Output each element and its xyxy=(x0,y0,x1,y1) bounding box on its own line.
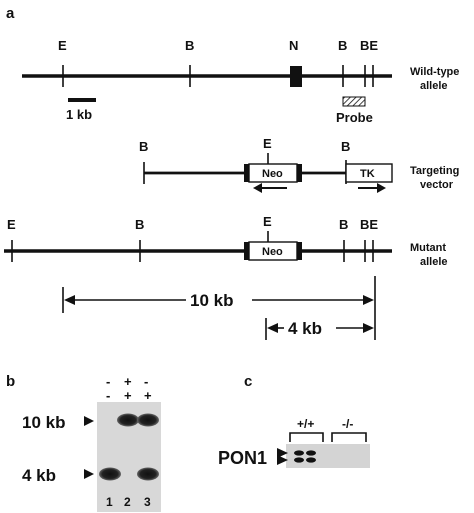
wildtype-site-n: N xyxy=(289,38,298,53)
southern-blot xyxy=(97,402,161,512)
targeting-label-line1: Targeting xyxy=(410,165,459,177)
pon1-label: PON1 xyxy=(218,448,267,468)
mutant-site-e2: E xyxy=(263,214,272,229)
blot-size-arrow-10kb xyxy=(84,416,94,426)
lane-genotype-labels: - - + + - + xyxy=(106,374,152,403)
tk-direction-arrowhead xyxy=(377,183,386,193)
lane2-genotype-top: + xyxy=(124,374,132,389)
wt-lane1-band-upper xyxy=(294,450,304,456)
mutant-label-line1: Mutant xyxy=(410,242,446,254)
lane3-band-10kb xyxy=(137,413,159,427)
neo-direction-arrowhead xyxy=(253,183,262,193)
lane-number-2: 2 xyxy=(124,495,131,509)
mutant-neo-end-right xyxy=(297,242,302,260)
scale-bar xyxy=(68,98,96,102)
group-wildtype-bracket xyxy=(289,432,324,442)
fragment-10kb-label: 10 kb xyxy=(190,291,233,310)
lane2-genotype-bottom: + xyxy=(124,388,132,403)
panel-c-label: c xyxy=(244,373,252,390)
western-blot xyxy=(286,444,370,468)
mutant-neo-end-left xyxy=(244,242,249,260)
lane2-band-10kb xyxy=(117,413,139,427)
wildtype-exon-block xyxy=(290,66,302,87)
probe-box xyxy=(342,96,366,107)
lane3-genotype-top: - xyxy=(144,374,148,389)
fragment-10kb-arrow xyxy=(62,276,376,340)
pon1-arrow-lower xyxy=(277,455,288,465)
mutant-site-b2: B xyxy=(339,217,348,232)
blot-size-marker-10kb: 10 kb xyxy=(22,413,65,432)
wt-lane1-band-lower xyxy=(294,457,304,463)
group-wildtype-label: +/+ xyxy=(297,417,314,431)
tk-label: TK xyxy=(360,168,375,180)
lane1-band-4kb xyxy=(99,467,121,481)
lane3-band-4kb xyxy=(137,467,159,481)
probe-label: Probe xyxy=(336,110,373,125)
pon1-arrow-upper xyxy=(277,448,288,458)
group-knockout-label: -/- xyxy=(342,417,353,431)
targeting-site-b1: B xyxy=(139,139,148,154)
wt-lane2-band-lower xyxy=(306,457,316,463)
targeting-neo-end-left xyxy=(244,164,249,182)
scale-bar-label: 1 kb xyxy=(66,107,92,122)
mutant-site-e1: E xyxy=(7,217,16,232)
wt-lane2-band-upper xyxy=(306,450,316,456)
fragment-4kb-arrow xyxy=(265,318,374,340)
mutant-site-be: BE xyxy=(360,217,378,232)
lane-number-1: 1 xyxy=(106,495,113,509)
panel-b-label: b xyxy=(6,373,15,390)
tk-box xyxy=(345,163,393,183)
targeting-neo-end-right xyxy=(297,164,302,182)
blot-size-marker-4kb: 4 kb xyxy=(22,466,56,485)
lane1-genotype-top: - xyxy=(106,374,110,389)
targeting-label-line2: vector xyxy=(420,179,454,191)
wildtype-site-b1: B xyxy=(185,38,194,53)
group-knockout-bracket xyxy=(331,432,367,442)
wildtype-label-line2: allele xyxy=(420,80,448,92)
mutant-site-b1: B xyxy=(135,217,144,232)
mutant-label-line2: allele xyxy=(420,256,448,268)
lane-number-3: 3 xyxy=(144,495,151,509)
targeting-site-e: E xyxy=(263,136,272,151)
lane3-genotype-bottom: + xyxy=(144,388,152,403)
targeting-site-b2: B xyxy=(341,139,350,154)
western-membrane xyxy=(286,444,370,468)
wildtype-label-line1: Wild-type xyxy=(410,66,459,78)
wildtype-allele-map xyxy=(22,65,392,87)
targeting-neo-label: Neo xyxy=(262,168,283,180)
targeting-vector-map xyxy=(143,153,393,193)
lane1-genotype-bottom: - xyxy=(106,388,110,403)
mutant-neo-label: Neo xyxy=(262,246,283,258)
panel-a-label: a xyxy=(6,5,15,22)
blot-size-arrow-4kb xyxy=(84,469,94,479)
wildtype-site-e: E xyxy=(58,38,67,53)
wildtype-site-b2: B xyxy=(338,38,347,53)
wildtype-site-be: BE xyxy=(360,38,378,53)
fragment-4kb-label: 4 kb xyxy=(288,319,322,338)
mutant-allele-map xyxy=(4,231,392,262)
